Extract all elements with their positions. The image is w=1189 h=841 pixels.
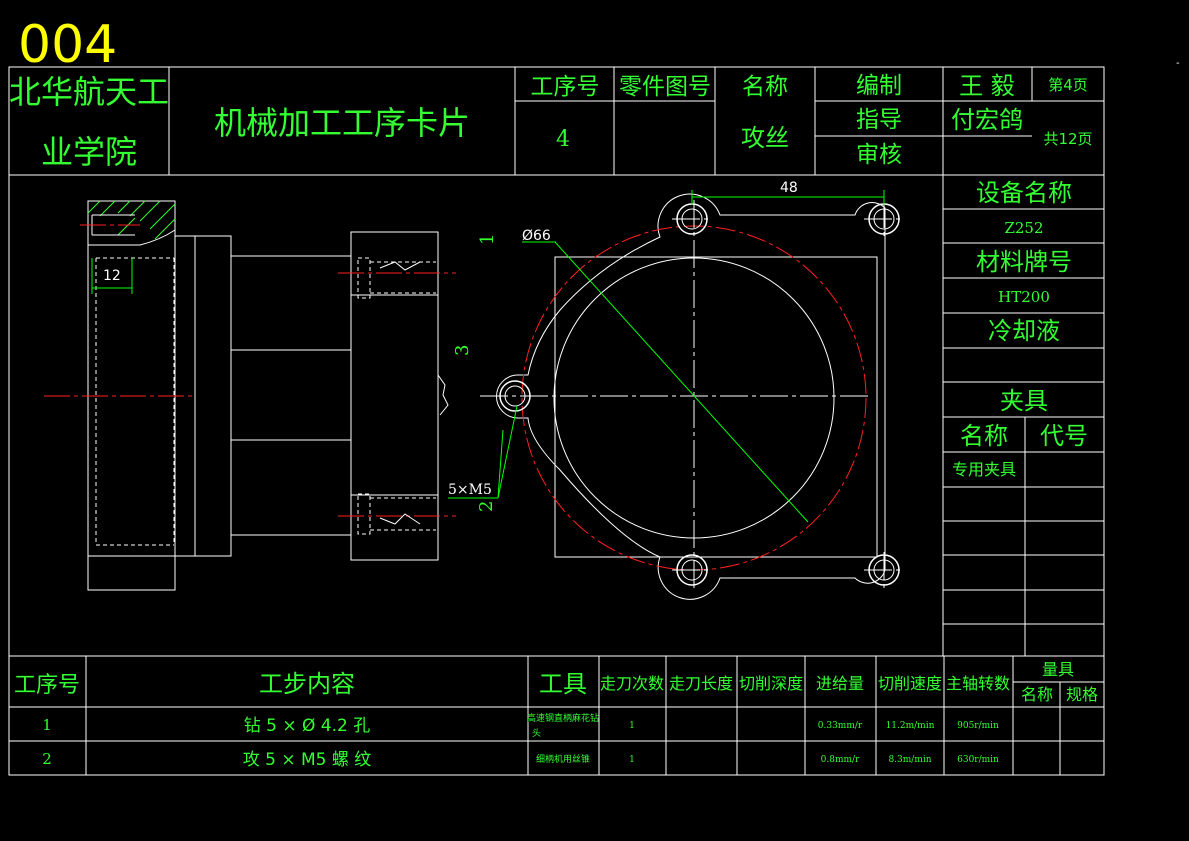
step-col-content: 工步内容	[259, 670, 355, 698]
row-content: 攻 5 × M5 螺 纹	[243, 750, 372, 770]
row-spindle: 905r/min	[957, 721, 999, 731]
row-no: 1	[42, 716, 52, 734]
front-view	[480, 193, 904, 600]
step-col-spindle-speed: 主轴转数	[946, 674, 1010, 693]
corner-mark: -	[1176, 58, 1180, 69]
step-col-gauge-spec: 规格	[1066, 685, 1098, 704]
equipment-value: Z252	[1004, 219, 1043, 237]
page-current: 第4页	[1048, 76, 1088, 94]
step-col-feed: 进给量	[816, 674, 864, 693]
step-col-tool: 工具	[539, 670, 587, 698]
table-row: 2 攻 5 × M5 螺 纹 细柄机用丝锥 1 0.8mm/r 8.3m/min…	[42, 750, 999, 770]
equipment-label: 设备名称	[976, 179, 1072, 207]
fixture-label: 夹具	[1000, 387, 1048, 415]
row-content: 钻 5 × Ø 4.2 孔	[244, 716, 371, 736]
row-no: 2	[42, 750, 52, 768]
fixture-col-name: 名称	[960, 422, 1008, 450]
label-compile: 编制	[856, 73, 902, 99]
row-tool-line1: 细柄机用丝锥	[536, 753, 590, 765]
surface-mark-3: 3	[452, 345, 473, 356]
coolant-label: 冷却液	[988, 317, 1060, 345]
step-col-no: 工序号	[14, 673, 80, 698]
row-cut-speed: 8.3m/min	[888, 755, 931, 765]
section-hatch	[87, 200, 176, 246]
drawing-number: 004	[18, 15, 117, 75]
header-process-no-label: 工序号	[531, 74, 600, 100]
page-total: 共12页	[1043, 130, 1092, 148]
dim-12-text: 12	[103, 268, 121, 284]
header-name-label: 名称	[742, 74, 788, 100]
dimension-48: 48	[691, 180, 885, 205]
thread-spec: 5×M5	[448, 482, 492, 498]
fixture-col-code: 代号	[1040, 422, 1088, 450]
step-col-feed-length: 走刀长度	[669, 674, 733, 693]
process-name-value: 攻丝	[741, 124, 789, 152]
centerlines-red	[44, 224, 456, 517]
step-col-passes: 走刀次数	[600, 674, 664, 693]
hidden-lines	[95, 257, 436, 546]
row-passes: 1	[629, 721, 635, 731]
label-review: 审核	[856, 142, 902, 168]
row-cut-speed: 11.2m/min	[886, 721, 935, 731]
step-col-gauge: 量具	[1042, 660, 1074, 679]
dim-diameter-text: Ø66	[522, 228, 551, 244]
header-part-drawing-no-label: 零件图号	[619, 74, 711, 100]
card-title: 机械加工工序卡片	[214, 104, 470, 142]
row-spindle: 630r/min	[957, 755, 999, 765]
row-tool-line2: 头	[532, 728, 541, 739]
step-col-cut-depth: 切削深度	[739, 674, 803, 693]
dimension-12: 12	[91, 258, 133, 294]
label-guide: 指导	[856, 107, 902, 133]
process-no-value: 4	[556, 127, 570, 152]
material-label: 材料牌号	[976, 248, 1072, 276]
school-name-line2: 业学院	[41, 133, 137, 171]
row-feed: 0.33mm/r	[818, 721, 863, 731]
fixture-name-value: 专用夹具	[952, 460, 1016, 479]
surface-mark-2: 2	[476, 501, 497, 512]
row-feed: 0.8mm/r	[821, 755, 860, 765]
row-passes: 1	[629, 755, 635, 765]
surface-mark-1: 1	[477, 234, 498, 245]
material-value: HT200	[998, 288, 1050, 306]
dimension-diameter: Ø66	[522, 228, 809, 523]
school-name-line1: 北华航天工	[9, 73, 169, 111]
table-row: 1 钻 5 × Ø 4.2 孔 高速钢直柄麻花钻 头 1 0.33mm/r 11…	[42, 712, 999, 739]
step-col-cut-speed: 切削速度	[878, 674, 942, 693]
row-tool-line1: 高速钢直柄麻花钻	[527, 712, 599, 724]
dim-48-text: 48	[780, 180, 798, 196]
guide-name: 付宏鸽	[951, 106, 1023, 134]
frame-lines	[8, 66, 1105, 776]
compiler-name: 王 毅	[959, 72, 1015, 100]
thread-leader	[448, 405, 518, 499]
step-col-gauge-name: 名称	[1021, 685, 1053, 704]
thread-symbols	[379, 261, 449, 525]
